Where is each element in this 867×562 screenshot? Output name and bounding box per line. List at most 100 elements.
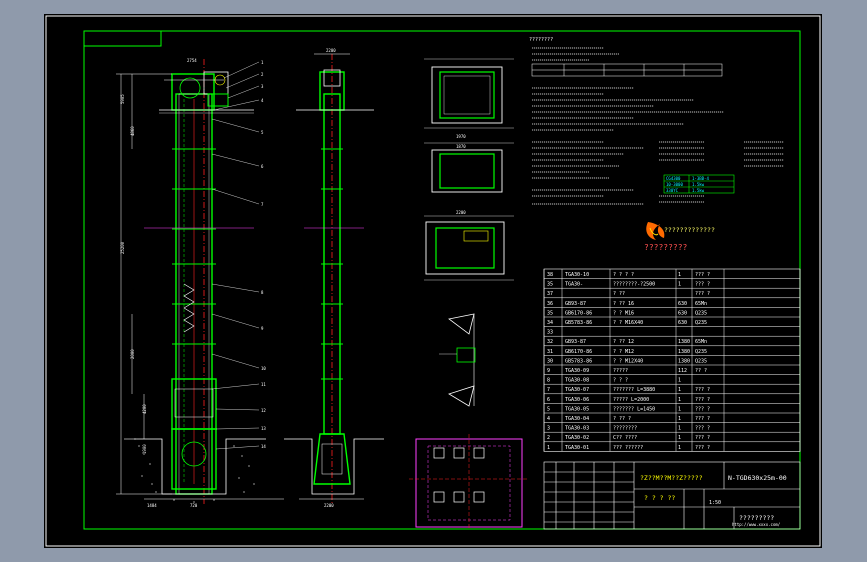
parts-cell-code: TGA30-07: [565, 387, 589, 393]
parts-cell-no: 1: [547, 445, 550, 451]
parts-cell-no: 4: [547, 416, 550, 422]
parts-cell-code: GB6170-86: [565, 310, 592, 316]
parts-cell-mat: 65Mn: [695, 301, 707, 307]
parts-cell-name: ?????: [613, 368, 628, 374]
drawing-scale: 1:50: [709, 500, 721, 506]
parts-cell-qty: 630: [678, 301, 687, 307]
parts-cell-name: ? ?? 16: [613, 301, 634, 307]
balloon-5: 5: [261, 130, 264, 135]
parts-cell-name: ? ? ?: [613, 378, 628, 384]
parts-cell-code: GB5783-86: [565, 358, 592, 364]
outer-border: [45, 15, 821, 547]
front-view: [116, 59, 284, 504]
company-logo-text: ?????????????: [664, 226, 715, 234]
parts-cell-name: ? ? M12: [613, 349, 634, 355]
cad-drawing-canvas[interactable]: 2754 5905 4860 25200 2000 4200 1900 1484…: [44, 14, 822, 548]
parts-cell-qty: 1: [678, 272, 681, 278]
spec-cell-0-1: 1-3BB-4: [692, 176, 709, 181]
balloon-10: 10: [261, 366, 266, 371]
section-dim-3: 2200: [456, 210, 466, 215]
parts-cell-mat: ??? ?: [695, 397, 710, 403]
parts-cell-name: ??????? L=1450: [613, 406, 655, 412]
drawing-title: ?Z??M??M??Z?????: [640, 474, 703, 482]
parts-cell-mat: ??? ?: [695, 416, 710, 422]
parts-cell-qty: 1: [678, 397, 681, 403]
parts-cell-code: TGA30-03: [565, 426, 589, 432]
spec-cell-0-0: CG4300: [666, 176, 681, 181]
parts-cell-name: C?? ????: [613, 435, 637, 441]
corner-name: ?????????: [739, 514, 774, 522]
height-dim-1: 5905: [120, 94, 125, 104]
balloon-9: 9: [261, 326, 264, 331]
parts-cell-qty: 1380: [678, 358, 690, 364]
title-block: [543, 461, 801, 530]
parts-cell-code: GB93-87: [565, 339, 586, 345]
parts-cell-code: TGA30-08: [565, 378, 589, 384]
parts-cell-no: 8: [547, 378, 550, 384]
parts-cell-no: 32: [547, 339, 553, 345]
parts-cell-qty: 1: [678, 282, 681, 288]
parts-cell-no: 35: [547, 310, 553, 316]
parts-cell-no: 33: [547, 330, 553, 336]
parts-cell-name: ? ??: [613, 291, 625, 297]
height-dim-5: 4200: [142, 404, 147, 414]
parts-cell-name: ? ? M16X40: [613, 320, 643, 326]
parts-cell-name: ????????-?2500: [613, 282, 655, 288]
balloon-7: 7: [261, 202, 264, 207]
balloon-3: 3: [261, 84, 264, 89]
balloon-11: 11: [261, 382, 266, 387]
parts-cell-mat: Q235: [695, 310, 707, 316]
parts-cell-mat: ??? ?: [695, 282, 710, 288]
drawing-url: http://www.xxxx.com/: [732, 522, 781, 527]
parts-cell-no: 2: [547, 435, 550, 441]
bottom-dim-2: 720: [190, 503, 198, 508]
spec-cell-1-0: 10-3000: [666, 182, 683, 187]
parts-cell-name: ? ?? ?: [613, 416, 631, 422]
technical-requirements: ????????: [529, 37, 784, 205]
parts-cell-code: TGA30-09: [565, 368, 589, 374]
parts-cell-no: 34: [547, 320, 553, 326]
side-view: [284, 53, 384, 504]
height-dim-2: 4860: [130, 126, 135, 136]
parts-cell-code: TGA30-01: [565, 445, 589, 451]
corner-stamp-box: [83, 30, 162, 47]
parts-cell-no: 5: [547, 406, 550, 412]
parts-cell-qty: 1: [678, 445, 681, 451]
balloon-8: 8: [261, 290, 264, 295]
parts-cell-no: 36: [547, 301, 553, 307]
parts-cell-qty: 1: [678, 387, 681, 393]
spec-cell-2-0: 330YC: [666, 188, 679, 193]
parts-cell-no: 31: [547, 349, 553, 355]
parts-cell-mat: ??? ?: [695, 272, 710, 278]
parts-cell-code: TGA30-: [565, 282, 583, 288]
height-dim-4: 2000: [130, 349, 135, 359]
parts-cell-code: TGA30-05: [565, 406, 589, 412]
balloon-6: 6: [261, 164, 264, 169]
parts-cell-name: ????????: [613, 426, 637, 432]
parts-cell-mat: ??? ?: [695, 445, 710, 451]
parts-cell-qty: 1: [678, 435, 681, 441]
parts-cell-mat: ??? ?: [695, 291, 710, 297]
height-dim-6: 1900: [142, 444, 147, 454]
parts-cell-name: ??? ??????: [613, 445, 643, 451]
parts-cell-name: ? ? M12X40: [613, 358, 643, 364]
section-views: [409, 58, 529, 529]
parts-cell-qty: 630: [678, 310, 687, 316]
balloon-13: 13: [261, 426, 266, 431]
balloon-12: 12: [261, 408, 266, 413]
